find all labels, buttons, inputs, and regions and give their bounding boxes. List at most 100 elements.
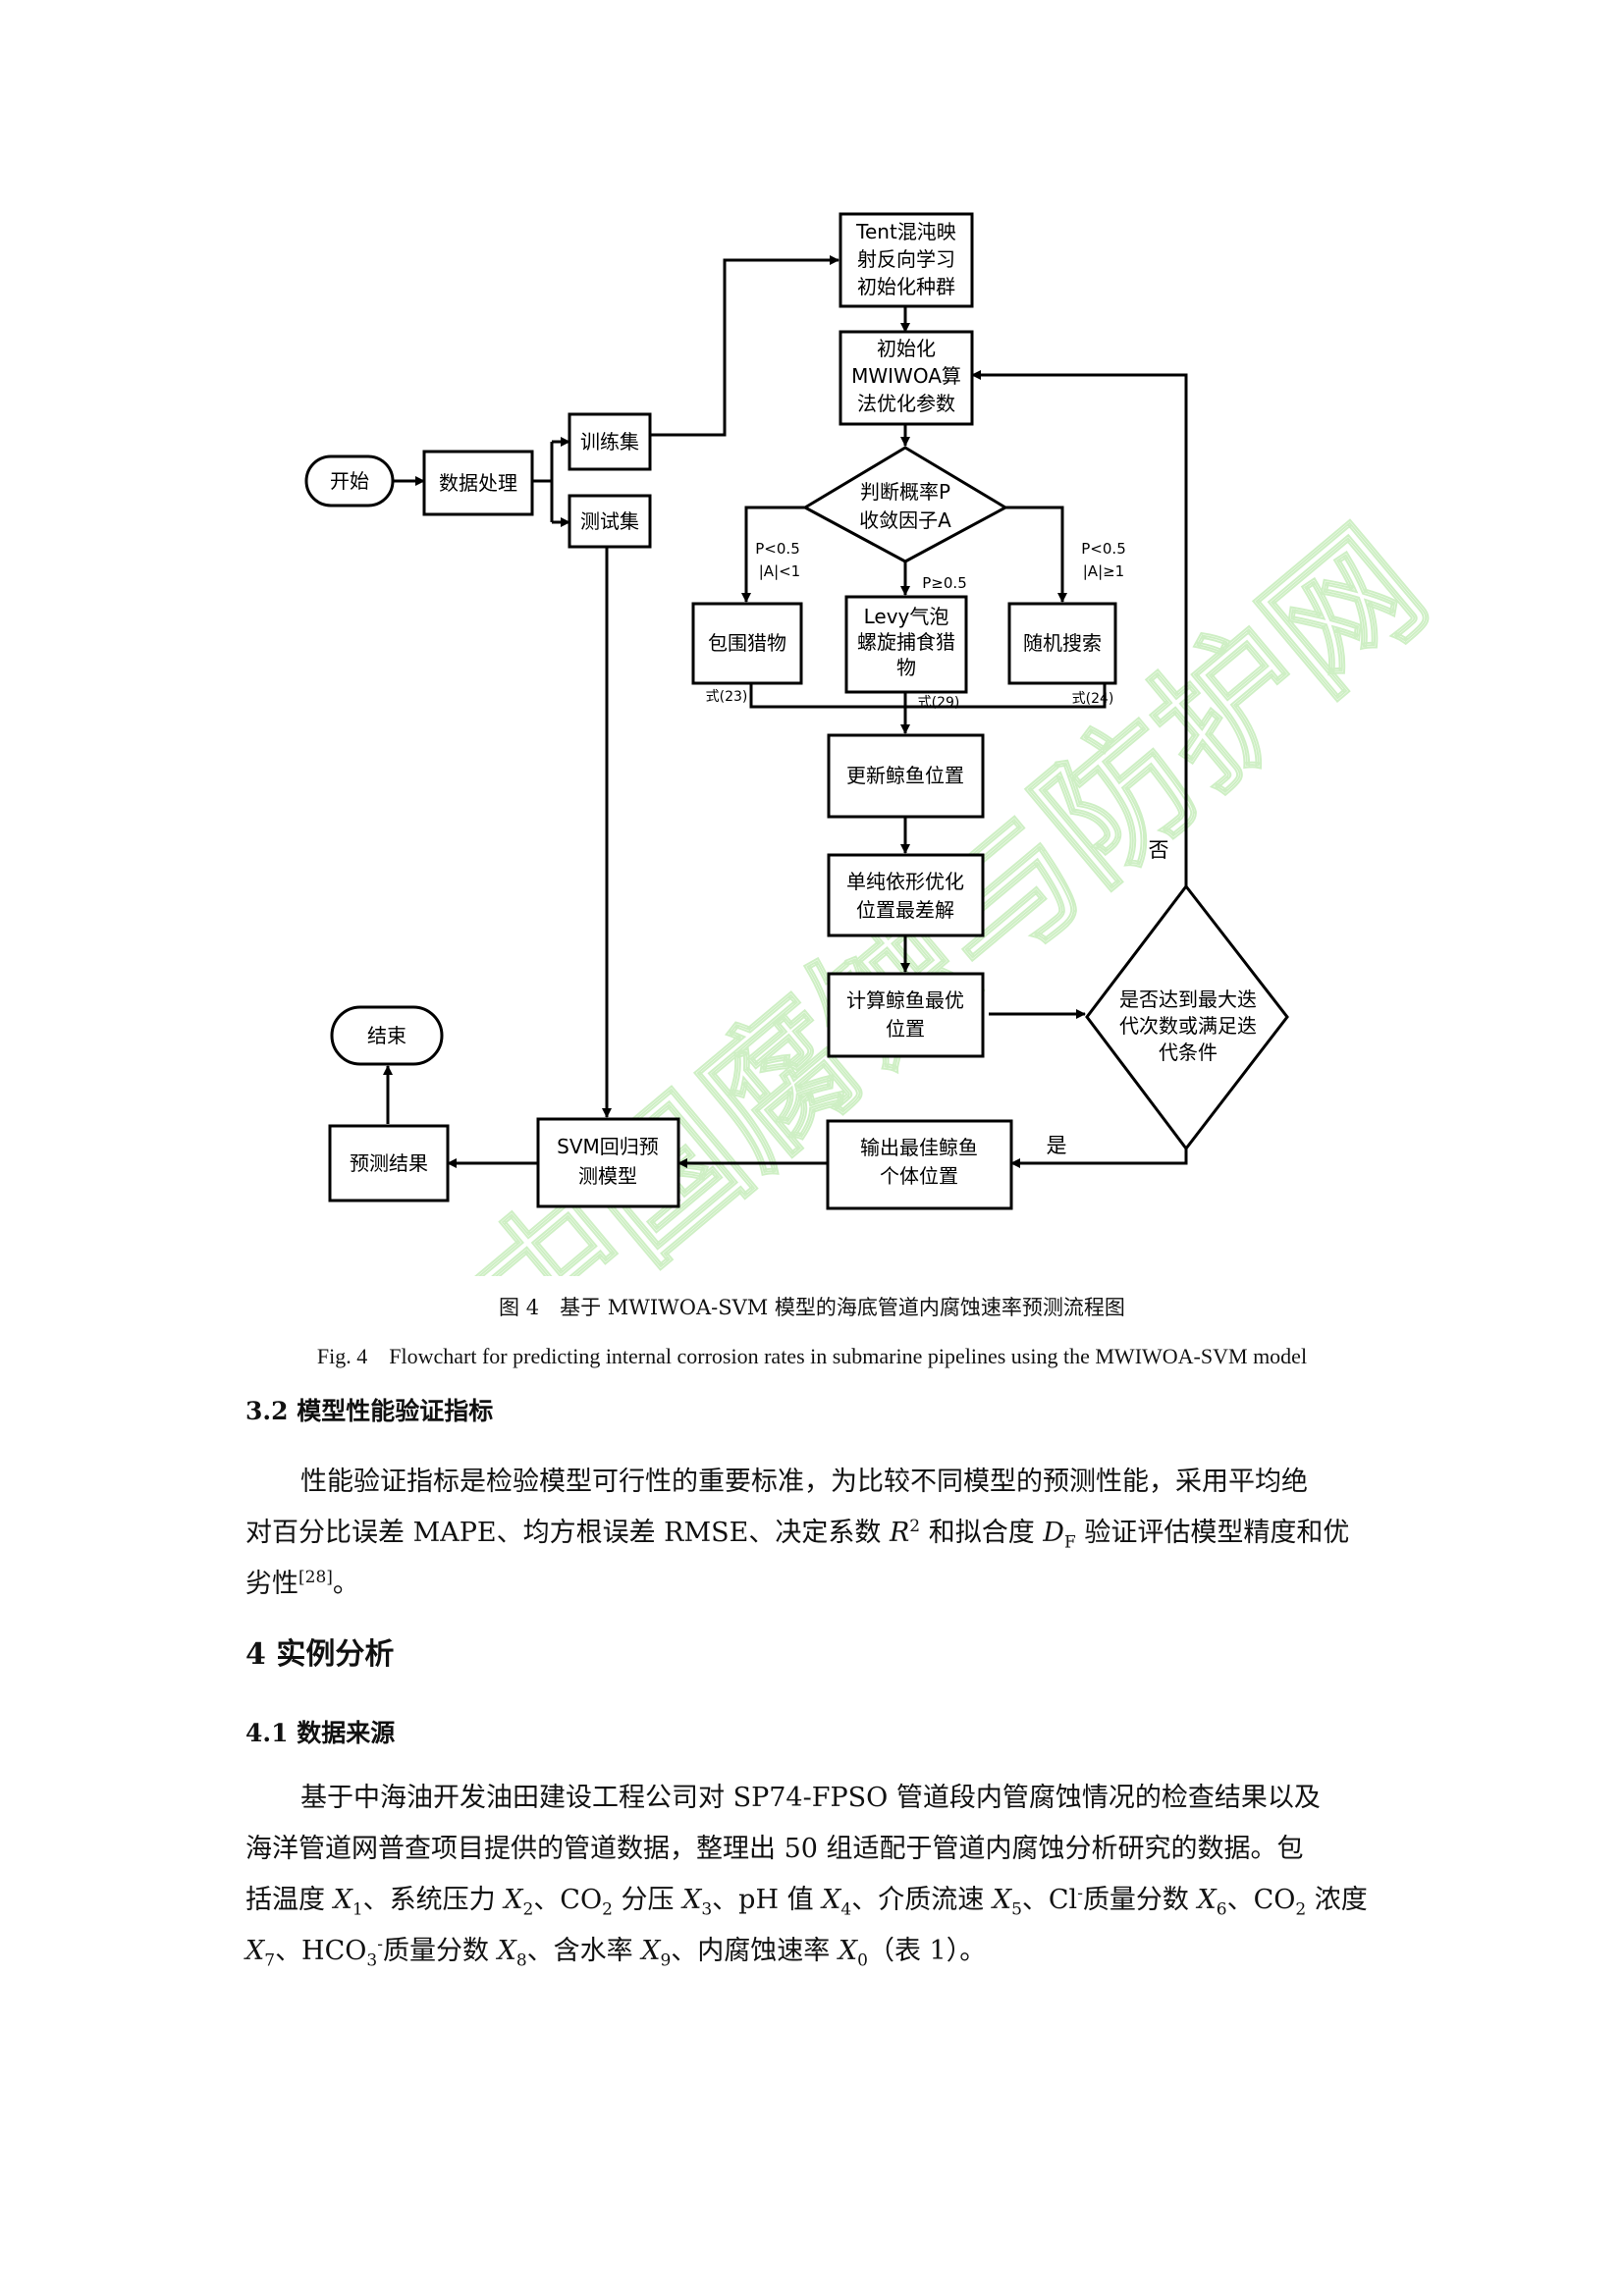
text-run: 、系统压力 xyxy=(362,1885,505,1915)
levy-box xyxy=(844,595,968,694)
text-run: 浓度 xyxy=(1306,1885,1368,1915)
mid-condition: P≥0.5 xyxy=(922,574,966,592)
encircle-box xyxy=(691,602,803,685)
best-pos-line-2: 位置 xyxy=(886,1017,925,1041)
test-set-box xyxy=(568,494,652,549)
prediction-label: 预测结果 xyxy=(350,1151,428,1175)
simplex-line-1: 单纯依形优化 xyxy=(846,870,964,893)
test-set-label: 测试集 xyxy=(580,509,639,533)
text-run: 、pH 值 xyxy=(712,1885,823,1915)
text-run: 、HCO xyxy=(275,1936,367,1966)
no-label: 否 xyxy=(1149,838,1169,862)
tent-init-box xyxy=(839,212,974,308)
subscript: 2 xyxy=(602,1899,613,1920)
math-variable: X xyxy=(497,1936,516,1966)
right-condition-p: P<0.5 xyxy=(1081,540,1125,558)
left-condition-p: P<0.5 xyxy=(755,540,799,558)
text-run: 括温度 xyxy=(245,1885,334,1915)
section-heading-4-1: 4.1 数据来源 xyxy=(245,1719,396,1747)
math-variable: X xyxy=(992,1885,1012,1915)
subscript: 7 xyxy=(264,1950,276,1971)
simplex-box xyxy=(827,853,985,937)
math-variable: X xyxy=(1197,1885,1217,1915)
subscript: 9 xyxy=(660,1950,672,1971)
figure-caption-en: Fig. 4 Flowchart for predicting internal… xyxy=(316,1344,1308,1368)
paragraph-line: 括温度 X1、系统压力 X2、CO2 分压 X3、pH 值 X4、介质流速 X5… xyxy=(245,1875,1394,1926)
subscript: 3 xyxy=(701,1899,713,1920)
math-variable: R xyxy=(889,1518,910,1548)
max-iter-line-2: 代次数或满足迭 xyxy=(1119,1014,1257,1038)
svm-line-2: 测模型 xyxy=(578,1164,637,1188)
text-run: 和拟合度 xyxy=(920,1518,1044,1548)
subscript: 0 xyxy=(857,1950,868,1971)
math-variable: X xyxy=(641,1936,661,1966)
levy-line-3: 物 xyxy=(896,656,916,679)
superscript: - xyxy=(377,1935,383,1954)
text-run: 劣性 xyxy=(245,1569,298,1599)
paragraph-line: X7、HCO3-质量分数 X8、含水率 X9、内腐蚀速率 X0（表 1）。 xyxy=(245,1926,1394,1977)
training-set-box xyxy=(568,412,652,471)
output-best-line-1: 输出最佳鲸鱼 xyxy=(860,1136,978,1159)
text-run: 验证评估模型精度和优 xyxy=(1075,1518,1350,1548)
yes-label: 是 xyxy=(1047,1134,1067,1157)
output-best-line-2: 个体位置 xyxy=(880,1164,958,1188)
best-pos-line-1: 计算鲸鱼最优 xyxy=(846,988,964,1012)
mwiwoa-init-line-1: 初始化 xyxy=(877,337,936,360)
data-processing-label: 数据处理 xyxy=(439,471,517,495)
right-condition-a: |A|≥1 xyxy=(1083,562,1124,580)
paragraph-line: 海洋管道网普查项目提供的管道数据，整理出 50 组适配于管道内腐蚀分析研究的数据… xyxy=(245,1834,1304,1864)
paragraph-line: 基于中海油开发油田建设工程公司对 SP74-FPSO 管道段内管腐蚀情况的检查结… xyxy=(300,1783,1321,1813)
subscript: 3 xyxy=(366,1950,378,1971)
prediction-box xyxy=(328,1124,450,1202)
data-processing-box xyxy=(422,450,534,516)
mwiwoa-init-line-3: 法优化参数 xyxy=(857,392,955,415)
text-run: 对百分比误差 MAPE、均方根误差 RMSE、决定系数 xyxy=(245,1518,890,1548)
figure-caption-cn: 图 4 基于 MWIWOA-SVM 模型的海底管道内腐蚀速率预测流程图 xyxy=(499,1296,1125,1319)
math-variable: X xyxy=(822,1885,841,1915)
equation-29-label: 式(29) xyxy=(918,695,960,711)
equation-24-label: 式(24) xyxy=(1072,691,1114,707)
math-variable: D xyxy=(1043,1518,1064,1548)
paragraph-line: 劣性[28]。 xyxy=(245,1559,1394,1610)
decision-p-a-line-2: 收敛因子A xyxy=(859,508,951,532)
random-search-label: 随机搜索 xyxy=(1023,631,1102,655)
text-run: 、含水率 xyxy=(526,1936,642,1966)
mwiwoa-init-box xyxy=(839,330,974,426)
section-heading-3-2: 3.2 模型性能验证指标 xyxy=(245,1397,494,1425)
start-terminal xyxy=(304,454,395,507)
subscript: 2 xyxy=(1295,1899,1307,1920)
superscript: 2 xyxy=(909,1517,921,1536)
math-variable: X xyxy=(245,1936,265,1966)
left-condition-a: |A|<1 xyxy=(759,562,800,580)
svm-box xyxy=(536,1117,680,1208)
max-iter-line-3: 代条件 xyxy=(1159,1041,1218,1064)
end-terminal xyxy=(330,1005,444,1066)
subscript: 6 xyxy=(1216,1899,1227,1920)
start-label: 开始 xyxy=(330,469,369,493)
decision-p-a-line-1: 判断概率P xyxy=(860,480,950,504)
max-iter-diamond xyxy=(1085,883,1289,1151)
mwiwoa-init-line-2: MWIWOA算 xyxy=(851,364,961,388)
paragraph-line: 对百分比误差 MAPE、均方根误差 RMSE、决定系数 R2 和拟合度 DF 验… xyxy=(245,1508,1394,1559)
output-best-box xyxy=(826,1119,1013,1210)
section-heading-4: 4 实例分析 xyxy=(245,1637,395,1672)
math-variable: X xyxy=(682,1885,702,1915)
paragraph-validation-metrics: 性能验证指标是检验模型可行性的重要标准，为比较不同模型的预测性能，采用平均绝 对… xyxy=(245,1457,1394,1610)
levy-line-1: Levy气泡 xyxy=(864,605,949,628)
text-run: （表 1）。 xyxy=(867,1936,987,1966)
text-run: 、Cl xyxy=(1021,1885,1078,1915)
paragraph-line: 性能验证指标是检验模型可行性的重要标准，为比较不同模型的预测性能，采用平均绝 xyxy=(300,1467,1308,1497)
subscript: 4 xyxy=(840,1899,852,1920)
text-run: 分压 xyxy=(612,1885,683,1915)
training-set-label: 训练集 xyxy=(580,430,639,454)
equation-23-label: 式(23) xyxy=(706,689,748,705)
subscript: F xyxy=(1063,1532,1076,1553)
subscript: 1 xyxy=(352,1899,363,1920)
flowchart: 中国腐蚀与防护网 xyxy=(304,212,1457,1276)
text-run: 、介质流速 xyxy=(851,1885,993,1915)
citation-ref: [28] xyxy=(298,1568,333,1587)
subscript: 2 xyxy=(522,1899,534,1920)
tent-init-line-3: 初始化种群 xyxy=(857,275,955,298)
simplex-line-2: 位置最差解 xyxy=(856,898,954,922)
end-label: 结束 xyxy=(367,1024,406,1047)
